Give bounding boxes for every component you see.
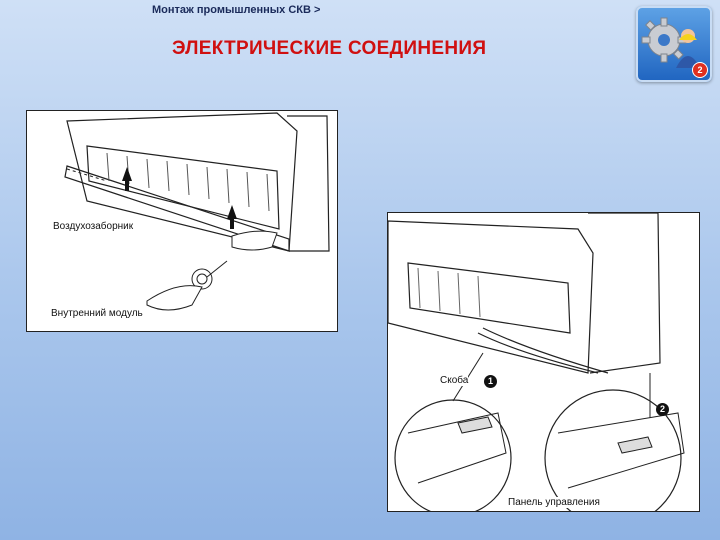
step-2-marker: 2 [656,403,669,416]
label-indoor-unit: Внутренний модуль [51,308,143,319]
label-bracket: Скоба [440,375,469,386]
logo-badge: 2 [692,62,708,78]
figure-control-panel: Скоба 1 2 Панель управления [387,212,700,512]
label-air-intake: Воздухозаборник [53,221,134,232]
control-panel-illustration [388,213,685,511]
label-control-panel: Панель управления [508,497,600,508]
figure-air-intake: Воздухозаборник Внутренний модуль [26,110,338,332]
page-title: ЭЛЕКТРИЧЕСКИЕ СОЕДИНЕНИЯ [172,38,487,59]
gear-worker-icon [641,17,700,68]
breadcrumb: Монтаж промышленных СКВ > [152,4,321,16]
logo: 2 [636,6,712,82]
indoor-unit-illustration [64,112,330,311]
step-1-marker: 1 [484,375,497,388]
